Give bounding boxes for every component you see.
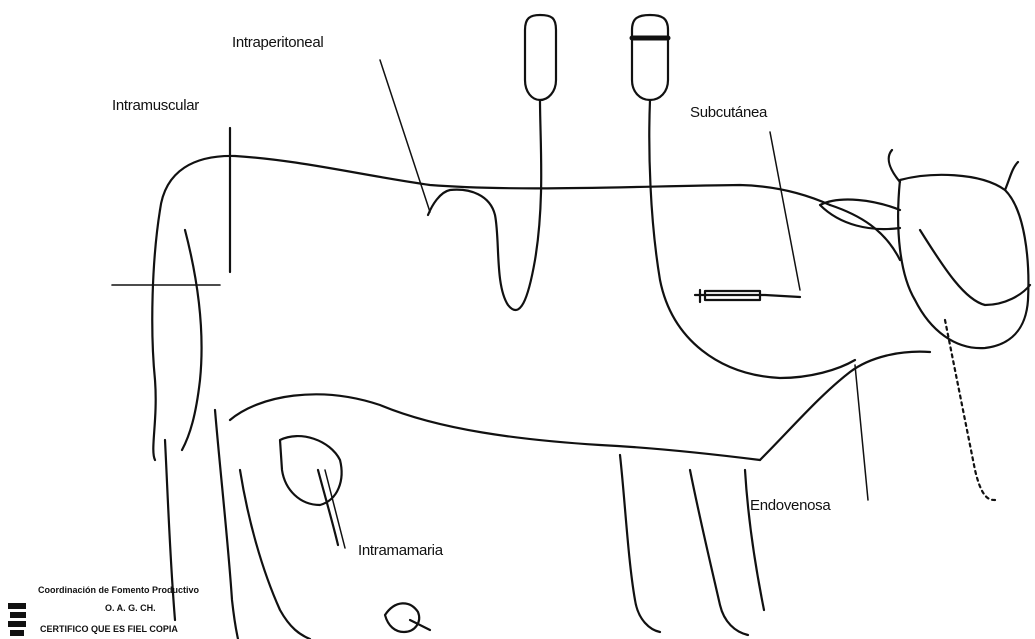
iv-tube-2 <box>649 100 855 378</box>
cow-front-leg-2 <box>690 470 748 635</box>
iv-bag-1 <box>525 15 556 100</box>
stamp-line-3: CERTIFICO QUE ES FIEL COPIA <box>40 624 178 634</box>
label-endovenosa: Endovenosa <box>750 497 830 514</box>
cow-neck <box>760 352 930 460</box>
stamp-line-2: O. A. G. CH. <box>105 603 156 613</box>
cow-back-outline <box>160 156 830 210</box>
label-intramuscular: Intramuscular <box>112 97 199 114</box>
cow-front-leg-3 <box>745 470 764 610</box>
cow-neck-top <box>830 205 900 260</box>
cow-tail <box>182 230 202 450</box>
cow-udder <box>280 436 342 505</box>
stamp-seal-mark <box>385 603 430 632</box>
label-intraperitoneal: Intraperitoneal <box>232 34 323 51</box>
cow-head <box>898 175 1028 348</box>
label-intramamaria: Intramamaria <box>358 542 443 559</box>
iv-bag-2 <box>632 15 668 100</box>
cow-halter <box>920 230 1030 305</box>
subcutaneous-syringe <box>695 290 800 302</box>
stamp-emblem <box>8 603 26 636</box>
cow-ear <box>820 200 900 230</box>
cow-front-leg-1 <box>620 455 660 632</box>
cow-belly <box>230 394 760 460</box>
cow-hind-leg <box>165 410 238 639</box>
leader-subcutanea <box>770 132 800 290</box>
cow-horn-left <box>889 150 900 182</box>
leader-endovenosa <box>855 365 868 500</box>
cow-rump-outline <box>152 210 160 460</box>
label-subcutanea: Subcutánea <box>690 104 767 121</box>
stamp-line-1: Coordinación de Fomento Productivo <box>38 585 199 595</box>
leader-intraperitoneal <box>380 60 430 212</box>
iv-tube-1 <box>428 100 541 310</box>
cow-horn-right <box>1005 162 1018 190</box>
cow-hind-leg-inner <box>240 470 310 639</box>
